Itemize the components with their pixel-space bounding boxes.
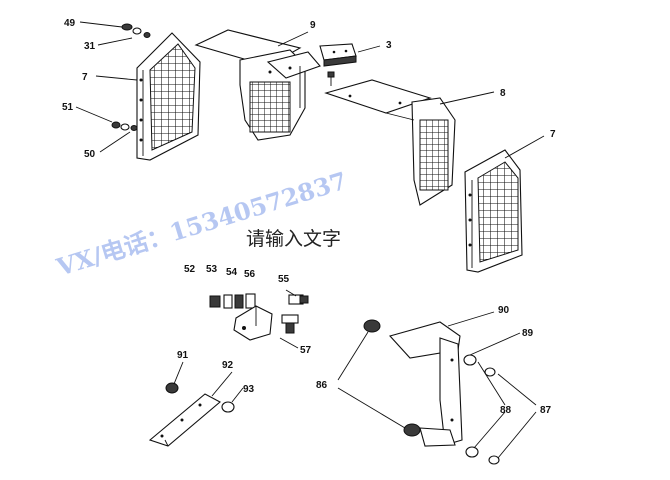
callout-92: 92 (222, 360, 234, 371)
leader-lines (75, 21, 545, 459)
callout-88: 88 (500, 405, 512, 416)
callout-8: 8 (500, 88, 506, 99)
callout-89: 89 (522, 328, 534, 339)
screw-washer-top-left (121, 23, 151, 38)
callout-93: 93 (243, 384, 255, 395)
hardware-set (209, 293, 309, 341)
small-bracket (319, 43, 357, 67)
callout-86: 86 (316, 380, 328, 391)
callout-87: 87 (540, 405, 552, 416)
callout-53: 53 (206, 264, 218, 275)
callout-57: 57 (300, 345, 312, 356)
watermark-contact-text: VX/电话：15340572837 (52, 166, 350, 282)
callout-labels: 49 31 7 51 50 9 3 8 7 52 53 54 56 55 57 … (62, 18, 556, 416)
left-grille-panel (136, 32, 201, 161)
right-plate-assembly (324, 79, 456, 206)
callout-50: 50 (84, 149, 96, 160)
callout-55: 55 (278, 274, 290, 285)
watermark-placeholder-text: 请输入文字 (246, 228, 341, 250)
center-bracket-assembly (194, 29, 321, 141)
callout-90: 90 (498, 305, 510, 316)
bottom-left-bracket (148, 382, 235, 447)
callout-7-left: 7 (82, 72, 88, 83)
screw-washer-mid-left (111, 121, 138, 131)
callout-91: 91 (177, 350, 189, 361)
callout-9: 9 (310, 20, 316, 31)
callout-49: 49 (64, 18, 76, 29)
right-grille-panel (464, 149, 523, 273)
callout-54: 54 (226, 267, 238, 278)
small-screw (327, 71, 335, 86)
callout-56: 56 (244, 269, 256, 280)
callout-51: 51 (62, 102, 74, 113)
callout-52: 52 (184, 264, 196, 275)
callout-31: 31 (84, 41, 96, 52)
callout-3: 3 (386, 40, 392, 51)
callout-7-right: 7 (550, 129, 556, 140)
strap-assembly (363, 319, 500, 465)
